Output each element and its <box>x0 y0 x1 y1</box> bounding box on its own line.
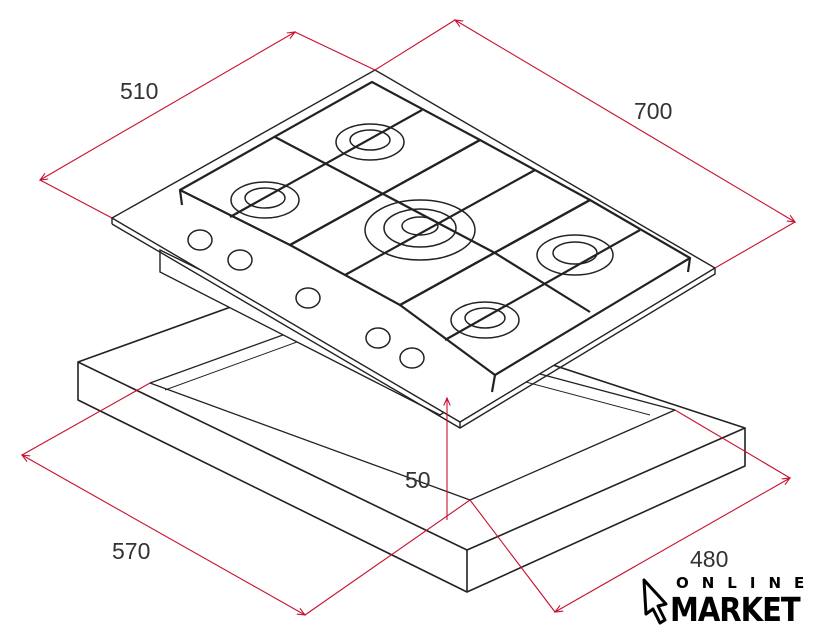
label-570: 570 <box>112 538 151 564</box>
dimension-570 <box>22 455 305 615</box>
control-knobs <box>187 229 425 369</box>
knob-icon <box>365 327 391 349</box>
label-480: 480 <box>690 546 729 572</box>
dimension-700 <box>455 20 795 222</box>
dimension-480 <box>555 478 790 612</box>
label-700: 700 <box>634 98 673 124</box>
knob-icon <box>187 229 213 251</box>
label-510: 510 <box>120 78 159 104</box>
knob-icon <box>399 347 425 369</box>
dimension-510 <box>40 32 295 180</box>
cursor-icon <box>642 578 668 625</box>
knob-icon <box>227 249 253 271</box>
knob-icon <box>295 287 321 309</box>
label-50: 50 <box>405 467 431 493</box>
logo-line2: MARKET <box>670 590 801 630</box>
dimension-lines <box>22 20 795 615</box>
logo-line1: ONLINE <box>676 574 813 592</box>
online-market-logo: ONLINE MARKET <box>640 574 804 632</box>
